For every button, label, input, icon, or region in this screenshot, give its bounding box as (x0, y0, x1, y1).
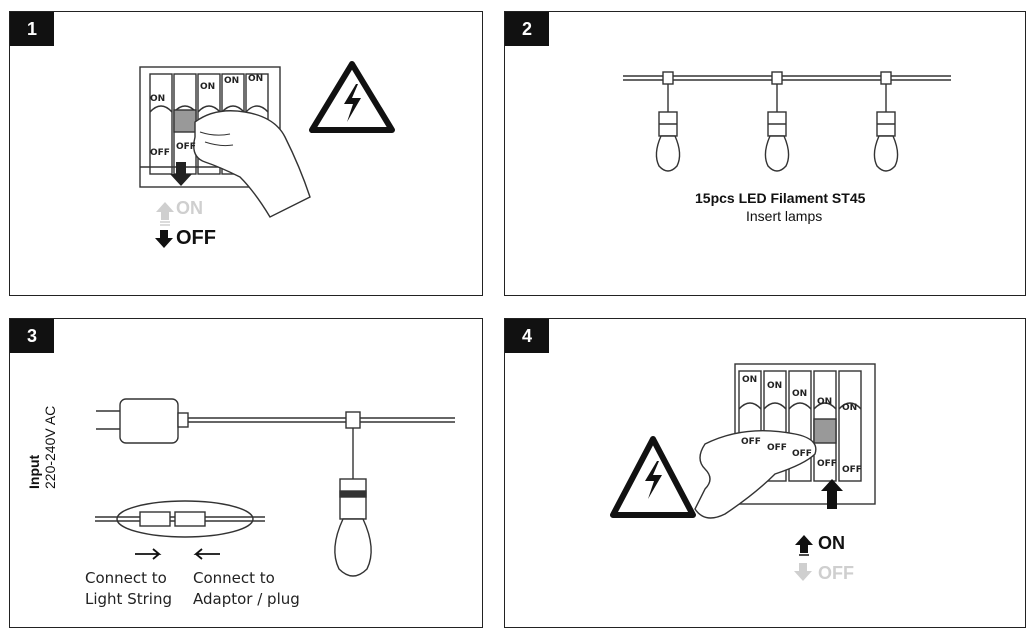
switch-label-on-4: ON (248, 74, 264, 84)
off-state-label: OFF (818, 563, 854, 583)
arrow-down-icon (170, 162, 192, 186)
switch-label-off-5: OFF (842, 465, 862, 475)
on-state-label: ON (176, 198, 203, 218)
bulb-1 (655, 71, 681, 172)
arrow-right-icon (135, 548, 162, 560)
step-4-panel: 4 ON ON ON ON ON OFF OFF OFF OFF OFF ON … (504, 318, 1026, 628)
step-4-illustration (610, 363, 876, 581)
input-label: Input 220-240V AC (26, 406, 58, 489)
switch-label-on-3: ON (792, 389, 808, 399)
step-2-badge: 2 (505, 12, 549, 46)
light-string (623, 75, 951, 81)
step-1-badge: 1 (10, 12, 54, 46)
input-title: Input (26, 454, 42, 489)
connect-left-line2: Light String (85, 590, 172, 608)
switch-label-off-3: OFF (792, 449, 812, 459)
switch-label-on-4: ON (817, 397, 833, 407)
bulb-caption-subtitle: Insert lamps (746, 208, 823, 224)
switch-label-on-1: ON (742, 375, 758, 385)
connect-right-line1: Connect to (193, 569, 275, 587)
step-2-illustration (623, 71, 951, 172)
arrow-up-icon (795, 535, 813, 553)
arrow-left-icon (193, 548, 220, 560)
bulb-3 (873, 71, 899, 172)
switch-label-on-5: ON (842, 403, 858, 413)
step-1-illustration (139, 61, 395, 248)
switch-label-on-2: ON (767, 381, 783, 391)
step-4-badge: 4 (505, 319, 549, 353)
step-3-badge: 3 (10, 319, 54, 353)
switch-label-off-1: OFF (741, 437, 761, 447)
step-3-panel: 3 Input (9, 318, 483, 628)
hand-drawing (193, 110, 311, 218)
step-1-panel: 1 ON ON ON ON OFF OFF O (9, 11, 483, 296)
arrow-up-icon (821, 479, 843, 509)
connect-right-line2: Adaptor / plug (193, 590, 300, 608)
switch-label-off-2: OFF (767, 443, 787, 453)
cable (188, 417, 455, 423)
switch-label-on-2: ON (200, 82, 216, 92)
input-voltage: 220-240V AC (42, 405, 58, 489)
switch-label-off-1: OFF (150, 148, 170, 158)
connector-detail (95, 500, 265, 538)
arrow-down-icon (794, 563, 812, 581)
bulb-socket (334, 411, 372, 577)
high-voltage-warning-icon (610, 436, 696, 518)
bulb-caption-title: 15pcs LED Filament ST45 (695, 190, 866, 206)
bulb-2 (764, 71, 790, 172)
high-voltage-warning-icon (309, 61, 395, 133)
step-3-illustration (95, 398, 455, 577)
off-state-label: OFF (176, 227, 216, 249)
step-2-panel: 2 15pcs LED Filament ST45 Inser (504, 11, 1026, 296)
switch-label-on-3: ON (224, 76, 240, 86)
switch-label-on-1: ON (150, 94, 166, 104)
connect-left-line1: Connect to (85, 569, 167, 587)
power-adaptor (96, 398, 189, 444)
arrow-up-icon (156, 202, 174, 220)
hand-drawing (694, 430, 817, 519)
switch-label-off-4: OFF (817, 459, 837, 469)
arrow-down-icon (155, 230, 173, 248)
on-state-label: ON (818, 533, 845, 553)
switch-label-off-2: OFF (176, 142, 196, 152)
